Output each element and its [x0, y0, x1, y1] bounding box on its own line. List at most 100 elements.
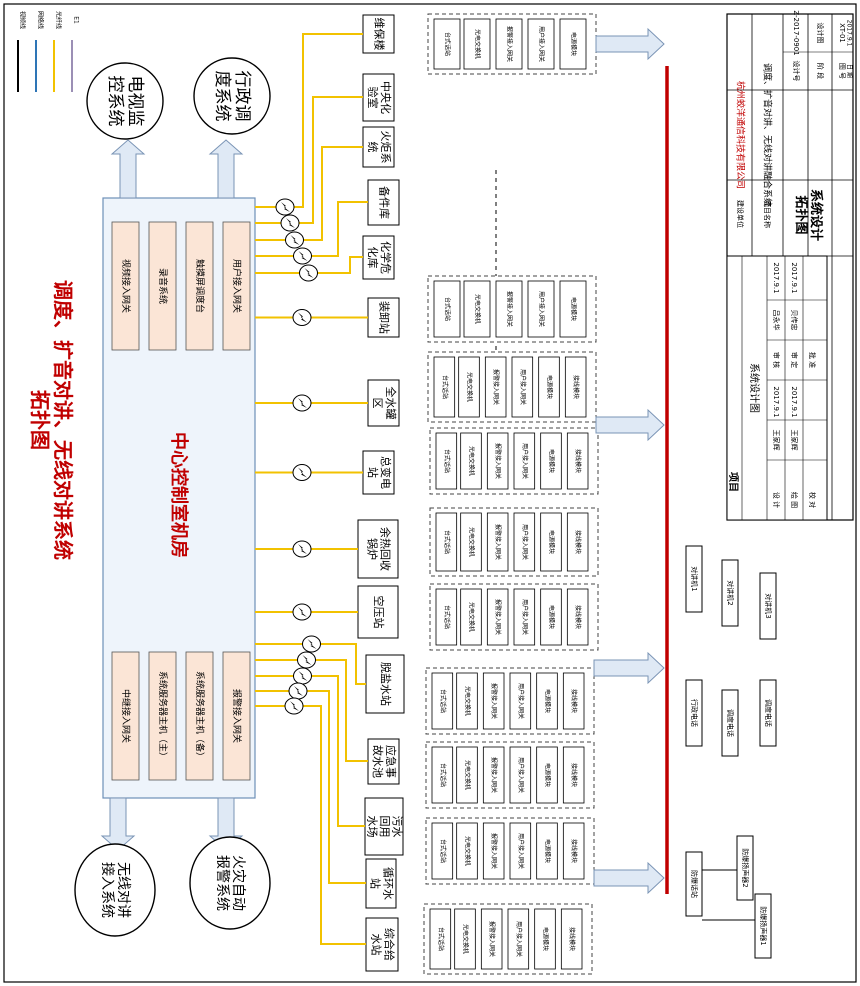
station-label: 站: [369, 878, 383, 889]
equipment-item-label: 光电交换机: [468, 446, 476, 476]
equipment-item-label: 台式话站: [443, 530, 451, 554]
equipment-item: [431, 746, 454, 804]
equipment-item: [484, 356, 507, 418]
equipment-item: [513, 512, 536, 572]
equipment-item: [509, 746, 532, 804]
bottom-module-label: 报警接入网关: [231, 689, 243, 743]
sig-role: 设 计: [772, 492, 781, 508]
station-box: [362, 235, 395, 280]
equipment-item-label: 接线模块: [574, 605, 582, 629]
equipment-item: [562, 672, 585, 730]
diagram-title: 调度、扩音对讲、无线对讲系统: [51, 280, 75, 560]
arrow-to-admin: [208, 139, 244, 199]
center-room-title: 中心控制室机房: [168, 432, 190, 558]
stage: 设计图: [816, 23, 825, 44]
radio-link-icon: [299, 264, 318, 282]
equipment-item-label: 台式话站: [439, 839, 447, 863]
explosion-proof-station: [685, 851, 703, 917]
equipment-item: [463, 280, 491, 338]
bottom-module-label: 系统服务器主机（备）: [194, 671, 206, 761]
item-label: 项目: [727, 472, 739, 492]
station-box: [357, 519, 399, 579]
equipment-item-label: 报警接入网关: [490, 683, 498, 719]
sig-name2: 贝传忠: [790, 310, 799, 331]
bottom-module: [222, 651, 251, 781]
sig-role2: 审 定: [790, 352, 799, 368]
station-label: 中央化: [379, 81, 393, 114]
equipment-item: [495, 280, 523, 338]
date-label: 日 期: [846, 64, 854, 78]
phone-label: 调度电话: [764, 699, 773, 727]
stage-label: 阶 段: [816, 63, 825, 79]
equipment-item-label: 电源模块: [544, 839, 552, 863]
station-label: 故水池: [371, 745, 385, 778]
sig-name: 王家辉: [790, 430, 799, 451]
station-label: 综合给: [382, 928, 396, 961]
bottom-module: [148, 651, 177, 781]
station-label: 备件库: [378, 186, 392, 219]
station-box: [362, 73, 395, 122]
equipment-item-label: 接线模块: [570, 763, 578, 787]
radio-link-icon: [292, 540, 312, 558]
equipment-item-label: 光电交换机: [462, 924, 470, 954]
phone-box: [721, 689, 739, 757]
explosion-speaker-label: 防爆扬声器1: [759, 906, 768, 945]
sig-role2: 批 准: [808, 352, 817, 368]
lightning-glyph: [294, 686, 303, 696]
lightning-glyph: [298, 398, 307, 408]
fire-alarm-label: 报警系统: [214, 855, 230, 911]
bottom-module-label: 系统服务器主机（主）: [157, 671, 169, 761]
equipment-item-label: 台式话站: [444, 297, 452, 321]
intercom-label: 对讲机3: [764, 593, 773, 618]
equipment-item-label: 台式话站: [443, 449, 451, 473]
station-label: 空压站: [372, 596, 386, 629]
drawing-name: 系统设计: [808, 189, 824, 241]
radio-link-icon: [292, 394, 312, 412]
equipment-item: [559, 18, 587, 70]
equipment-item: [559, 280, 587, 338]
fire-alarm-system: [189, 836, 271, 930]
equipment-item: [540, 588, 562, 646]
equipment-item: [540, 432, 562, 490]
lightning-glyph: [298, 467, 307, 478]
equipment-item-label: 光电交换机: [464, 836, 472, 866]
radio-link-icon: [292, 309, 312, 326]
equipment-item: [486, 512, 509, 572]
station-label: 统: [366, 142, 379, 153]
intercom-box: [759, 572, 777, 640]
admin-dispatch-system: [193, 57, 271, 135]
project-name-label: 项目名称: [763, 200, 772, 228]
equipment-item-label: 接线模块: [574, 530, 582, 554]
equipment-item-label: 用户接入网关: [521, 599, 529, 635]
equipment-item-label: 报警接入网关: [494, 524, 502, 560]
equipment-item: [435, 588, 458, 646]
equipment-item-label: 接线模块: [568, 927, 576, 951]
equipment-item-label: 用户接入网关: [538, 26, 546, 62]
arrow-to-bus: [593, 651, 665, 685]
equipment-item: [431, 822, 454, 880]
radio-link-icon: [302, 635, 321, 653]
equipment-item-label: 台式话站: [443, 605, 451, 629]
arrow-to-wireless: [100, 797, 136, 851]
intercom-box: [685, 545, 703, 613]
equipment-item-label: 报警接入网关: [490, 757, 498, 793]
station-box: [367, 179, 400, 226]
equipment-item-label: 报警接入网关: [488, 921, 496, 957]
lightning-glyph: [298, 544, 307, 554]
station-label: 脱盐水站: [379, 662, 393, 706]
equipment-item-label: 光电交换机: [464, 686, 472, 716]
station-label: 污水: [391, 816, 404, 838]
equipment-item: [460, 512, 482, 572]
radio-link-icon: [297, 651, 316, 669]
equipment-item: [429, 908, 452, 970]
equipment-item-label: 台式话站: [439, 763, 447, 787]
station-label: 水站: [370, 934, 384, 956]
lightning-glyph: [298, 671, 308, 681]
equipment-item-label: 报警接入网关: [494, 599, 502, 635]
station-label: 区: [371, 398, 384, 409]
equipment-item: [534, 908, 556, 970]
equipment-item: [540, 512, 562, 572]
legend-label: 视频线: [19, 11, 27, 29]
intercom-label: 对讲机1: [690, 566, 699, 591]
station-label: 总变电: [379, 456, 393, 489]
